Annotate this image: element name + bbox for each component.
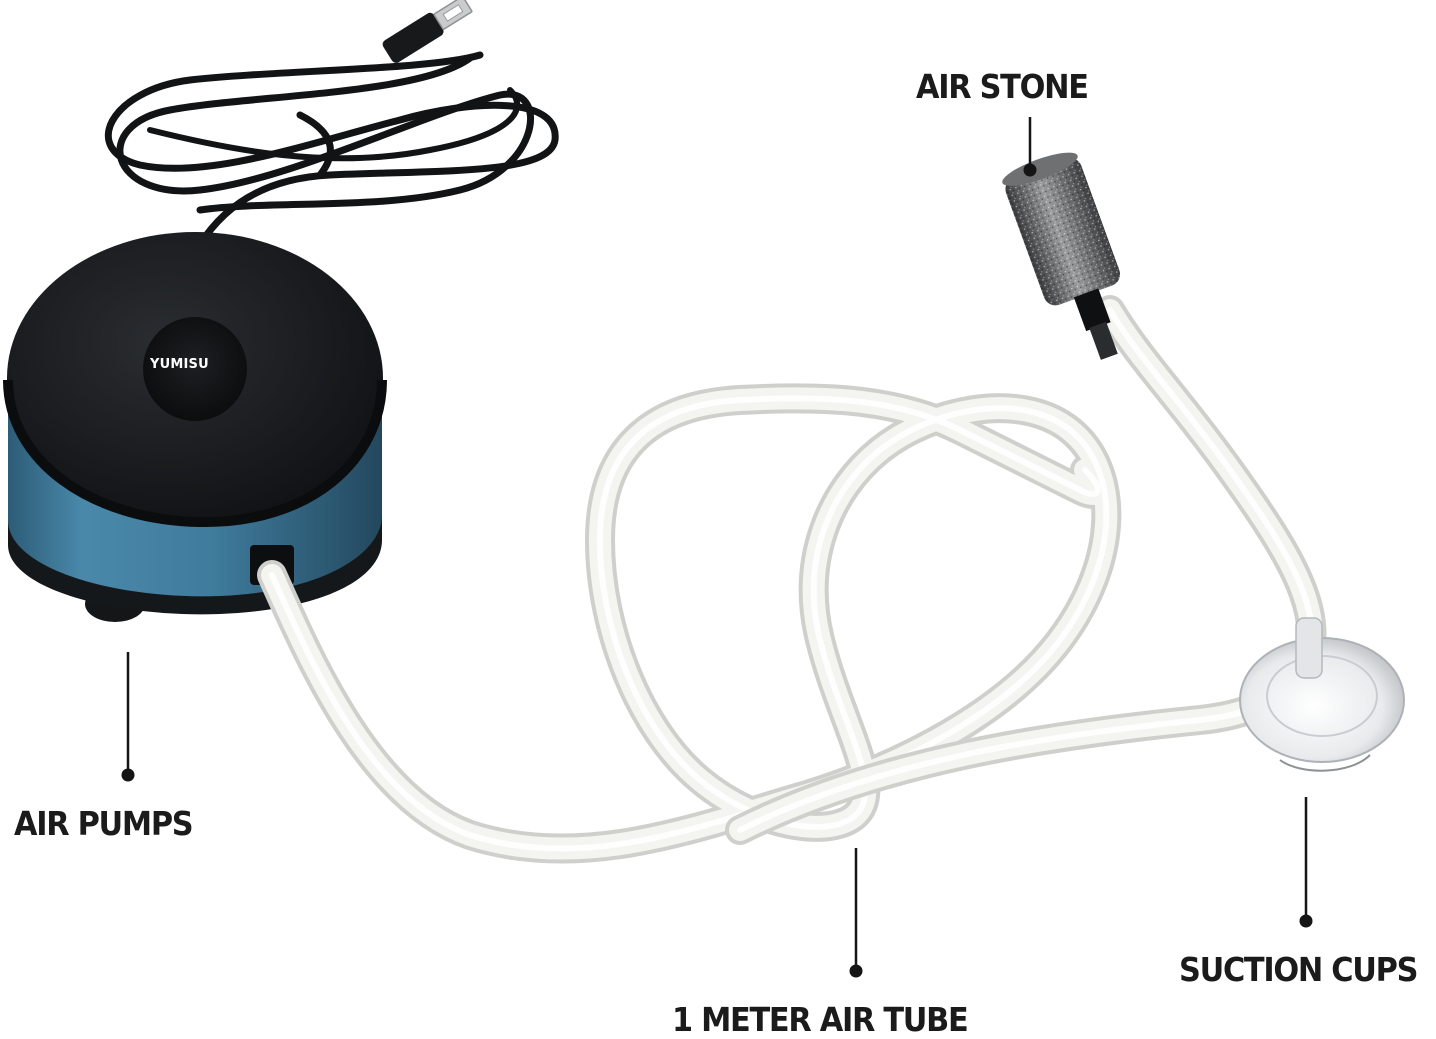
brand-logo-text: YUMISU: [150, 357, 209, 372]
air-pump: [3, 232, 387, 622]
label-suction-cups: SUCTION CUPS: [1179, 950, 1418, 989]
suction-cup: [1239, 617, 1405, 772]
usb-cable: [105, 51, 559, 284]
label-air-stone: AIR STONE: [916, 67, 1089, 106]
pointer-air-tube: [849, 848, 863, 978]
air-stone: [1002, 152, 1121, 360]
label-air-tube: 1 METER AIR TUBE: [672, 1000, 969, 1039]
air-tube: [257, 295, 1327, 864]
label-air-pumps: AIR PUMPS: [14, 804, 194, 843]
pointer-air-pumps: [121, 652, 135, 782]
pointer-suction-cups: [1299, 797, 1313, 928]
pointer-air-stone: [1023, 117, 1037, 177]
usb-plug: [382, 0, 473, 63]
